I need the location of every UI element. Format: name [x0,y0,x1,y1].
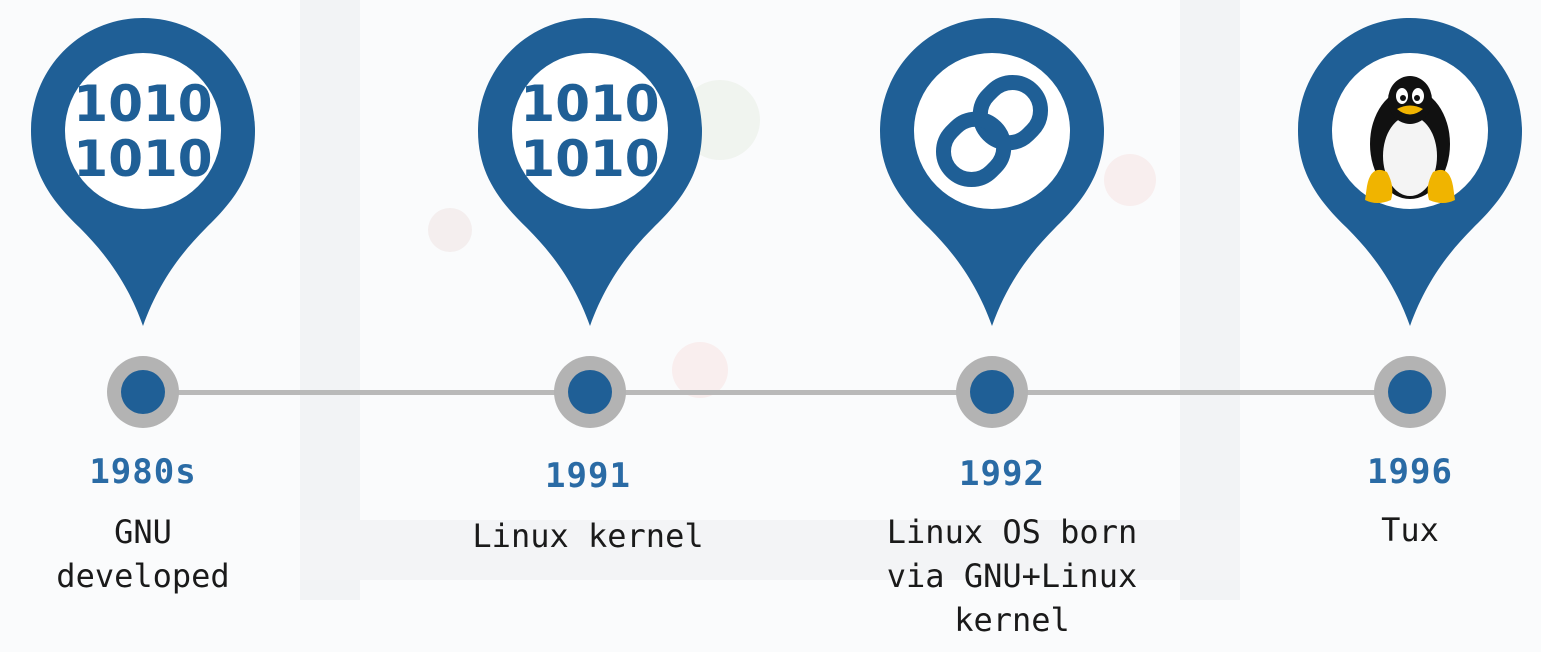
event-year: 1980s [89,452,197,492]
timeline-node-1991 [554,356,626,428]
svg-text:1010: 1010 [520,75,659,133]
svg-text:1010: 1010 [73,75,212,133]
event-description: Linux kernel [472,517,704,555]
event-description: Linux OS born via GNU+Linux kernel [886,513,1138,639]
location-pin-1991: 1010 1010 [478,18,702,326]
timeline-axis [143,390,1410,395]
event-description: GNU developed [56,513,230,595]
location-pin-1980s: 1010 1010 [31,18,255,326]
event-year: 1996 [1367,452,1453,492]
event-year: 1991 [545,456,631,496]
chain-link-icon [935,74,1049,188]
svg-text:1010: 1010 [73,130,212,188]
tux-penguin-icon [1365,76,1455,203]
timeline-node-1992 [956,356,1028,428]
event-description: Tux [1381,511,1439,549]
location-pin-1992 [880,18,1104,326]
timeline-node-1996 [1374,356,1446,428]
event-year: 1992 [959,454,1045,494]
binary-icon: 1010 1010 [520,75,659,188]
location-pin-1996 [1298,18,1522,326]
binary-icon: 1010 1010 [73,75,212,188]
svg-text:1010: 1010 [520,130,659,188]
timeline-node-1980s [107,356,179,428]
